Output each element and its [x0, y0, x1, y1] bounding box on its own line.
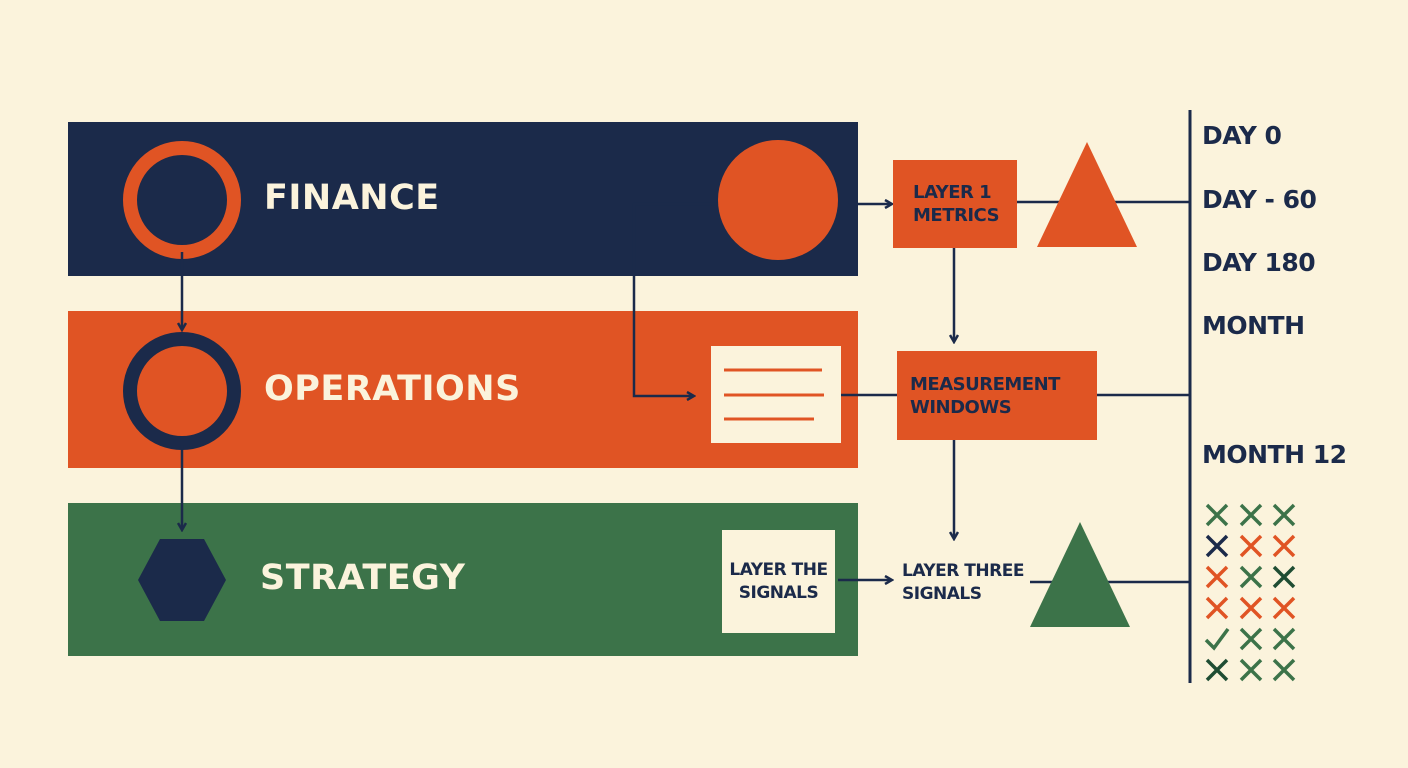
x-mark-icon — [1205, 534, 1229, 558]
box-line: LAYER 1 — [913, 182, 992, 203]
x-mark-icon — [1239, 534, 1263, 558]
box-line: LAYER THE — [729, 559, 828, 580]
x-mark-icon — [1272, 534, 1296, 558]
x-mark-icon — [1205, 503, 1229, 527]
operations-ring-icon — [123, 332, 241, 450]
layer-three-signals-text: LAYER THREE SIGNALS — [902, 560, 1024, 606]
strategy-label: STRATEGY — [260, 558, 466, 598]
box-line: SIGNALS — [738, 582, 819, 603]
orange-triangle-icon — [1037, 142, 1137, 247]
layer-the-signals-text: LAYER THE SIGNALS — [722, 530, 835, 633]
measurement-windows-box: MEASUREMENT WINDOWS — [897, 351, 1097, 440]
x-mark-icon — [1239, 627, 1263, 651]
x-mark-icon — [1205, 596, 1229, 620]
timeline-label: DAY 0 — [1202, 121, 1282, 150]
timeline-label: DAY - 60 — [1202, 185, 1317, 214]
box-line: SIGNALS — [902, 584, 982, 604]
box-line: MEASUREMENT — [910, 373, 1060, 395]
x-mark-icon — [1272, 503, 1296, 527]
x-mark-icon — [1239, 596, 1263, 620]
x-mark-icon — [1239, 658, 1263, 682]
finance-label: FINANCE — [264, 178, 440, 218]
x-mark-icon — [1272, 596, 1296, 620]
x-mark-icon — [1239, 503, 1263, 527]
timeline-label: MONTH 12 — [1202, 440, 1347, 469]
box-line: METRICS — [913, 205, 1000, 226]
operations-label: OPERATIONS — [264, 369, 521, 409]
finance-circle-icon — [718, 140, 838, 260]
layer-the-signals-box — [722, 530, 835, 633]
x-mark-icon — [1205, 658, 1229, 682]
x-mark-icon — [1272, 627, 1296, 651]
strategy-hexagon-icon — [138, 539, 226, 621]
timeline-label: MONTH — [1202, 311, 1305, 340]
green-triangle-icon — [1030, 522, 1130, 627]
box-line: LAYER THREE — [902, 561, 1024, 581]
box-line: WINDOWS — [910, 396, 1012, 418]
layer1-metrics-box: LAYER 1 METRICS — [893, 160, 1017, 248]
connector-finance-doc — [632, 202, 720, 396]
timeline-label: DAY 180 — [1202, 248, 1316, 277]
x-mark-icon — [1239, 565, 1263, 589]
check-icon — [1204, 627, 1230, 651]
finance-ring-icon — [123, 141, 241, 259]
x-mark-icon — [1205, 565, 1229, 589]
x-mark-icon — [1272, 565, 1296, 589]
x-mark-icon — [1272, 658, 1296, 682]
